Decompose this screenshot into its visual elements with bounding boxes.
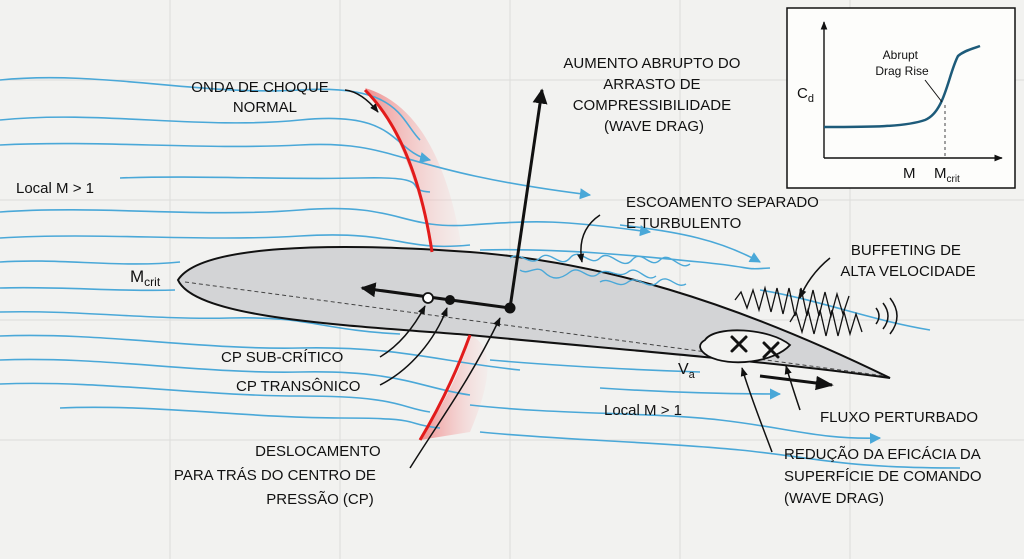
inset-drag-curve: [823, 44, 981, 129]
center-of-pressure-transonic: [504, 302, 516, 314]
cp-shift-arrow: [360, 282, 511, 310]
streamline: [0, 286, 176, 292]
local-mach-bottom-label: Local M > 1: [604, 402, 682, 419]
streamline: [0, 382, 431, 413]
sound-waves-icon: [875, 297, 898, 335]
chord-line: [184, 281, 886, 377]
streamline: [599, 387, 782, 400]
inset-ylabel: Cd: [797, 85, 814, 105]
streamline: [0, 260, 181, 265]
shock-wave-lower: [418, 334, 472, 441]
separated-flow-label: ESCOAMENTO SEPARADO E TURBULENTO: [626, 194, 823, 232]
disturbed-flow-arrow: [759, 374, 834, 391]
disturbed-flow-marks: [730, 335, 780, 359]
streamline: [0, 334, 521, 371]
inset-xlabel: M: [903, 165, 916, 182]
buffeting-zigzag: [789, 307, 863, 337]
cp-shift-label: DESLOCAMENTO PARA TRÁS DO CENTRO DE PRES…: [174, 443, 385, 508]
disturbed-flow-label: FLUXO PERTURBADO: [820, 409, 978, 426]
leader-lines: [344, 89, 831, 469]
streamline: [469, 404, 882, 444]
streamline: [489, 359, 701, 373]
inset-annotation-leader: [924, 79, 943, 103]
streamline: [0, 142, 592, 200]
cp-transonic-label: CP TRANSÔNICO: [236, 378, 360, 395]
separated-flow-wake: [509, 253, 691, 286]
streamline: [0, 116, 432, 163]
streamline: [479, 248, 771, 270]
inset-xcrit-label: Mcrit: [934, 165, 960, 185]
control-reduction-label: REDUÇÃO DA EFICÁCIA DA SUPERFÍCIE DE COM…: [784, 446, 986, 507]
wave-drag-arrow: [508, 88, 548, 309]
streamline: [59, 406, 441, 429]
va-label: Va: [678, 361, 696, 381]
streamline: [479, 431, 961, 469]
streamline: [0, 310, 401, 335]
cp-transonic-marker: [445, 295, 455, 305]
wave-drag-label: AUMENTO ABRUPTO DO ARRASTO DE COMPRESSIB…: [563, 55, 744, 135]
streamlines: [0, 76, 961, 469]
streamline: [0, 234, 471, 248]
shock-band-lower: [420, 335, 488, 440]
buffeting-label: BUFFETING DE ALTA VELOCIDADE: [840, 242, 975, 280]
cp-subcritical-marker: [422, 292, 434, 304]
inset-annotation: Abrupt Drag Rise: [875, 48, 929, 78]
drag-rise-inset: Abrupt Drag Rise Cd M Mcrit: [786, 7, 1016, 189]
streamline: [619, 224, 761, 263]
streamline: [0, 358, 471, 396]
inset-frame: [786, 7, 1016, 189]
buffeting-zigzag: [734, 285, 850, 319]
shock-wave-label: ONDA DE CHOQUE NORMAL: [191, 79, 333, 116]
shock-wave-upper: [363, 88, 434, 253]
streamline: [0, 207, 652, 237]
streamline: [119, 176, 431, 193]
mcrit-label: Mcrit: [130, 267, 161, 289]
local-mach-top-label: Local M > 1: [16, 180, 94, 197]
cp-subcritical-label: CP SUB-CRÍTICO: [221, 349, 343, 366]
streamline: [0, 76, 421, 141]
